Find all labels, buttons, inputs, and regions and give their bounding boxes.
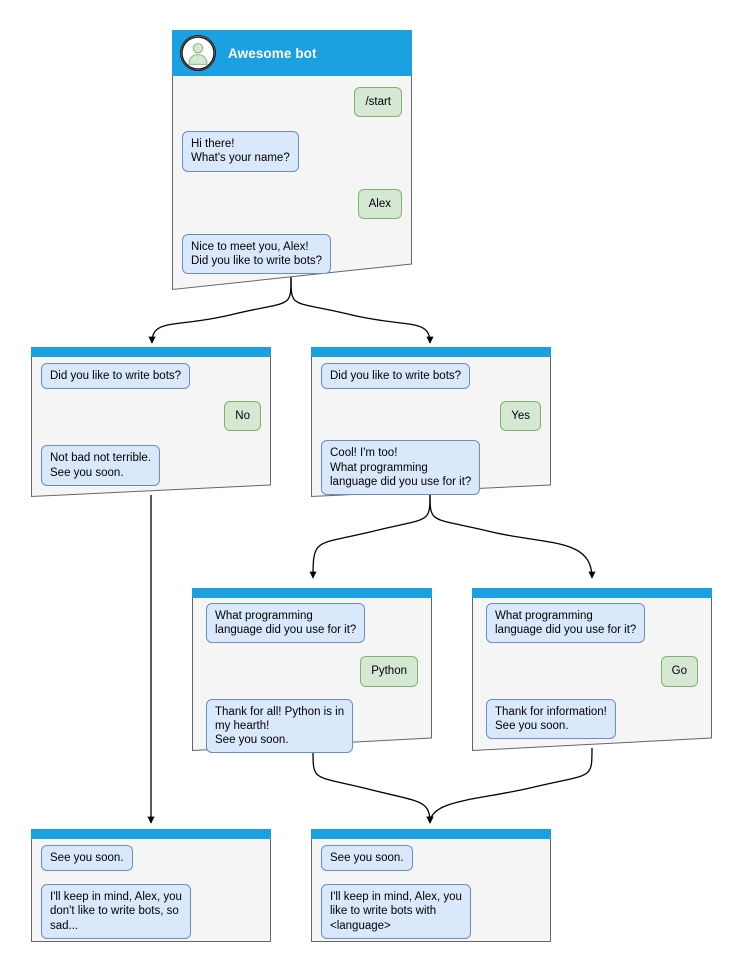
card-python-branch[interactable]: What programming language did you use fo… xyxy=(192,588,432,754)
message-row: Hi there! What's your name? xyxy=(182,131,402,172)
message-row: Not bad not terrible. See you soon. xyxy=(41,445,261,486)
card-python-branch-messages: What programming language did you use fo… xyxy=(192,598,432,754)
message-row: See you soon. xyxy=(41,845,261,872)
edge-yes-to-python xyxy=(309,492,431,579)
card-start[interactable]: Awesome bot /start Hi there! What's your… xyxy=(172,30,412,292)
user-message-bubble: Python xyxy=(360,656,418,687)
message-row: /start xyxy=(182,87,402,118)
card-start-messages: /start Hi there! What's your name? Alex … xyxy=(172,76,412,275)
card-start-header: Awesome bot xyxy=(172,30,412,76)
bot-message-bubble: What programming language did you use fo… xyxy=(486,603,646,644)
card-no-branch-messages: Did you like to write bots? No Not bad n… xyxy=(31,357,271,486)
bot-message-bubble: Did you like to write bots? xyxy=(321,363,471,390)
edge-yes-to-go xyxy=(429,492,596,579)
message-row: Cool! I'm too! What programming language… xyxy=(321,440,541,496)
card-go-branch-messages: What programming language did you use fo… xyxy=(472,598,712,740)
bot-message-bubble: Cool! I'm too! What programming language… xyxy=(321,440,481,496)
bot-message-bubble: Hi there! What's your name? xyxy=(182,131,299,172)
card-end-sad-header xyxy=(31,829,271,839)
bot-message-bubble: I'll keep in mind, Alex, you like to wri… xyxy=(321,884,471,939)
card-end-happy-header xyxy=(311,829,551,839)
bot-avatar-icon xyxy=(180,35,216,71)
message-row: Did you like to write bots? xyxy=(321,363,541,390)
card-end-sad[interactable]: See you soon. I'll keep in mind, Alex, y… xyxy=(31,829,271,942)
card-go-branch-header xyxy=(472,588,712,598)
message-row: Go xyxy=(486,656,698,687)
bot-message-bubble: See you soon. xyxy=(321,845,413,872)
bot-message-bubble: Did you like to write bots? xyxy=(41,363,191,390)
card-end-happy[interactable]: See you soon. I'll keep in mind, Alex, y… xyxy=(311,829,551,942)
card-no-branch[interactable]: Did you like to write bots? No Not bad n… xyxy=(31,347,271,499)
card-python-branch-header xyxy=(192,588,432,598)
message-row: Python xyxy=(206,656,418,687)
message-row: Did you like to write bots? xyxy=(41,363,261,390)
user-message-bubble: Alex xyxy=(357,188,402,219)
message-row: Yes xyxy=(321,401,541,432)
edge-python-to-end-happy xyxy=(312,749,434,824)
message-row: No xyxy=(41,401,261,432)
message-row: I'll keep in mind, Alex, you don't like … xyxy=(41,884,261,939)
message-row: Alex xyxy=(182,188,402,219)
bot-name-label: Awesome bot xyxy=(228,45,317,61)
card-yes-branch[interactable]: Did you like to write bots? Yes Cool! I'… xyxy=(311,347,551,499)
card-yes-branch-header xyxy=(311,347,551,357)
message-row: Nice to meet you, Alex! Did you like to … xyxy=(182,233,402,275)
edge-go-to-end-happy xyxy=(426,747,593,824)
user-message-bubble: No xyxy=(224,401,261,432)
message-row: See you soon. xyxy=(321,845,541,872)
card-yes-branch-messages: Did you like to write bots? Yes Cool! I'… xyxy=(311,357,551,496)
user-message-bubble: Go xyxy=(660,656,698,687)
user-message-bubble: Yes xyxy=(500,401,541,432)
message-row: What programming language did you use fo… xyxy=(206,603,418,644)
user-message-bubble: /start xyxy=(354,87,402,118)
bot-message-bubble: Not bad not terrible. See you soon. xyxy=(41,445,161,486)
message-row: What programming language did you use fo… xyxy=(486,603,698,644)
bot-message-bubble: See you soon. xyxy=(41,845,133,872)
bot-message-bubble: What programming language did you use fo… xyxy=(206,603,366,644)
message-row: I'll keep in mind, Alex, you like to wri… xyxy=(321,884,541,939)
message-row: Thank for information! See you soon. xyxy=(486,698,698,740)
bot-message-bubble: I'll keep in mind, Alex, you don't like … xyxy=(41,884,191,939)
card-go-branch[interactable]: What programming language did you use fo… xyxy=(472,588,712,753)
card-end-sad-messages: See you soon. I'll keep in mind, Alex, y… xyxy=(31,839,271,939)
bot-message-bubble: Thank for information! See you soon. xyxy=(486,698,616,740)
message-row: Thank for all! Python is in my hearth! S… xyxy=(206,698,418,754)
card-end-happy-messages: See you soon. I'll keep in mind, Alex, y… xyxy=(311,839,551,939)
bot-message-bubble: Thank for all! Python is in my hearth! S… xyxy=(206,698,354,754)
bot-message-bubble: Nice to meet you, Alex! Did you like to … xyxy=(182,233,332,275)
card-no-branch-header xyxy=(31,347,271,357)
